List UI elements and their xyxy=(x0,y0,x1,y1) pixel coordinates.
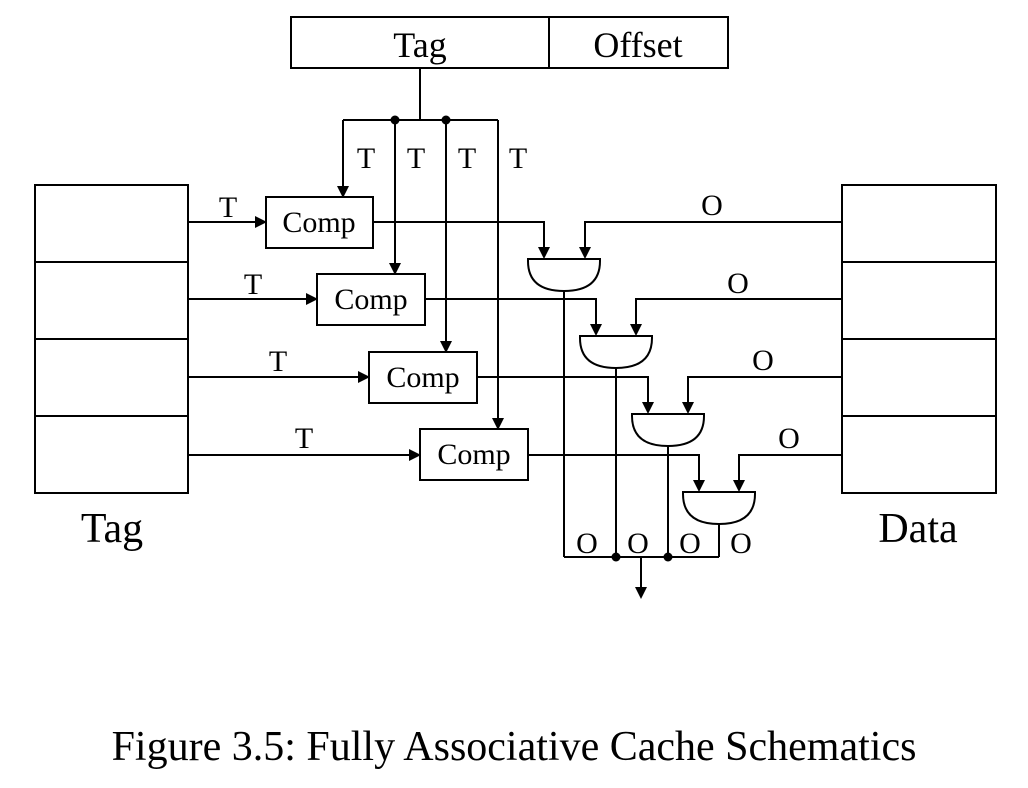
tag-bus-label-1: T xyxy=(357,142,375,175)
offset-wire-label-1: O xyxy=(701,189,723,222)
row-3: T Comp O xyxy=(188,344,842,557)
row-2: T Comp O xyxy=(188,267,842,557)
comparator-1: Comp xyxy=(282,206,355,239)
data-array-label: Data xyxy=(878,506,958,552)
tag-wire-label-4: T xyxy=(295,422,313,455)
data-array: Data xyxy=(841,184,997,552)
tag-bus-label-2: T xyxy=(407,142,425,175)
tag-wire-label-1: T xyxy=(219,191,237,224)
row-1: T Comp O xyxy=(188,189,842,557)
offset-wire-label-2: O xyxy=(727,267,749,300)
figure-caption: Figure 3.5: Fully Associative Cache Sche… xyxy=(112,724,917,770)
tag-bus-label-3: T xyxy=(458,142,476,175)
address-offset-field: Offset xyxy=(593,25,682,65)
row-4: T Comp O xyxy=(188,422,842,557)
output-label-3: O xyxy=(679,527,701,560)
tag-array-label: Tag xyxy=(81,506,143,552)
tag-array: Tag xyxy=(34,184,189,552)
output-label-1: O xyxy=(576,527,598,560)
tag-wire-label-3: T xyxy=(269,345,287,378)
and-gate-2 xyxy=(579,335,653,370)
tag-bus: T T T T xyxy=(337,68,527,430)
tag-wire-label-2: T xyxy=(244,268,262,301)
address-tag-field: Tag xyxy=(393,25,446,65)
output-label-2: O xyxy=(627,527,649,560)
offset-wire-label-4: O xyxy=(778,422,800,455)
and-gate-4 xyxy=(682,491,756,526)
comparator-4: Comp xyxy=(437,438,510,471)
comparator-2: Comp xyxy=(334,283,407,316)
comparator-3: Comp xyxy=(386,361,459,394)
and-gate-3 xyxy=(631,413,705,448)
tag-bus-label-4: T xyxy=(509,142,527,175)
and-gate-1 xyxy=(527,258,601,293)
output-bus: O O O O xyxy=(564,527,752,599)
offset-wire-label-3: O xyxy=(752,344,774,377)
output-label-4: O xyxy=(730,527,752,560)
address-register: Tag Offset xyxy=(290,16,729,69)
